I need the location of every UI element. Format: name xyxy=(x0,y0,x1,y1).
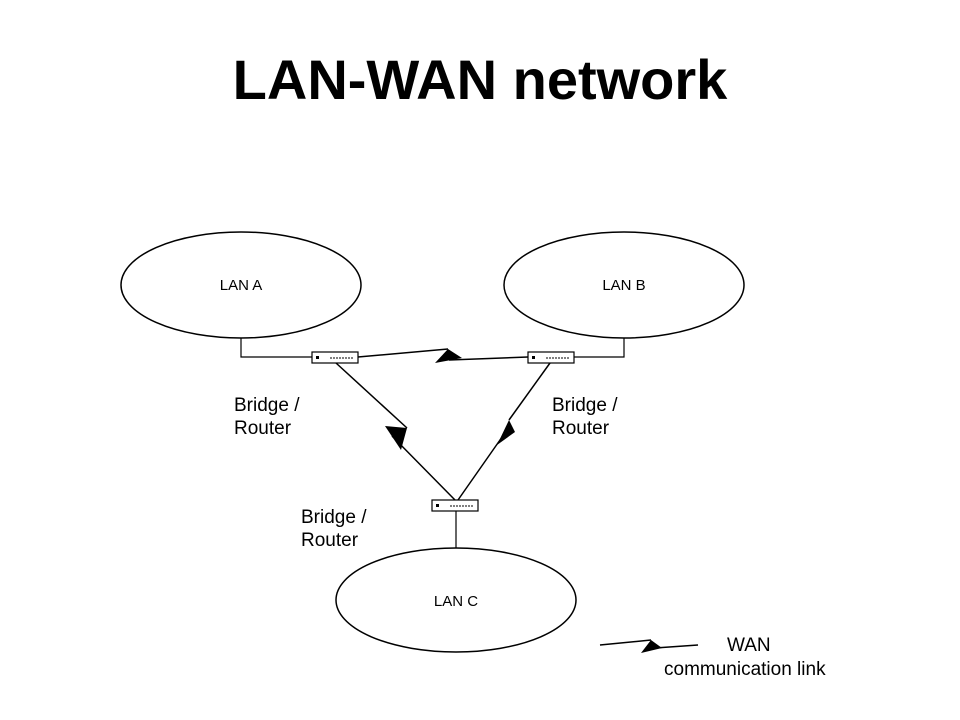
page-title: LAN-WAN network xyxy=(232,48,728,111)
router-c-label-line1: Bridge / xyxy=(301,507,367,528)
lan-b-connector xyxy=(574,338,625,358)
lan-c-label: LAN C xyxy=(434,593,478,610)
router-c-device xyxy=(431,499,479,512)
lan-b-label: LAN B xyxy=(602,277,645,294)
router-b-label-line1: Bridge / xyxy=(552,395,618,416)
router-a-label: Bridge / Router xyxy=(234,394,299,440)
router-b-device xyxy=(527,351,575,364)
router-b-label-line2: Router xyxy=(552,418,610,439)
router-c-label-line2: Router xyxy=(301,530,359,551)
router-c-label: Bridge / Router xyxy=(301,506,366,552)
lightning-link-icon xyxy=(599,639,699,653)
lan-a-connector xyxy=(240,338,312,358)
wan-link-b-c xyxy=(457,362,551,501)
lan-c: LAN C xyxy=(335,547,577,653)
lan-a: LAN A xyxy=(120,231,362,339)
wan-link-a-b xyxy=(357,348,529,363)
router-a-label-line2: Router xyxy=(234,418,292,439)
legend-wan-label: WAN xyxy=(727,635,771,656)
lan-a-label: LAN A xyxy=(220,277,263,294)
router-b-label: Bridge / Router xyxy=(552,394,617,440)
router-a-label-line1: Bridge / xyxy=(234,395,300,416)
legend-communication-link-label: communication link xyxy=(664,659,826,680)
lan-b: LAN B xyxy=(503,231,745,339)
router-a-device xyxy=(311,351,359,364)
wan-link-a-c xyxy=(335,362,456,501)
